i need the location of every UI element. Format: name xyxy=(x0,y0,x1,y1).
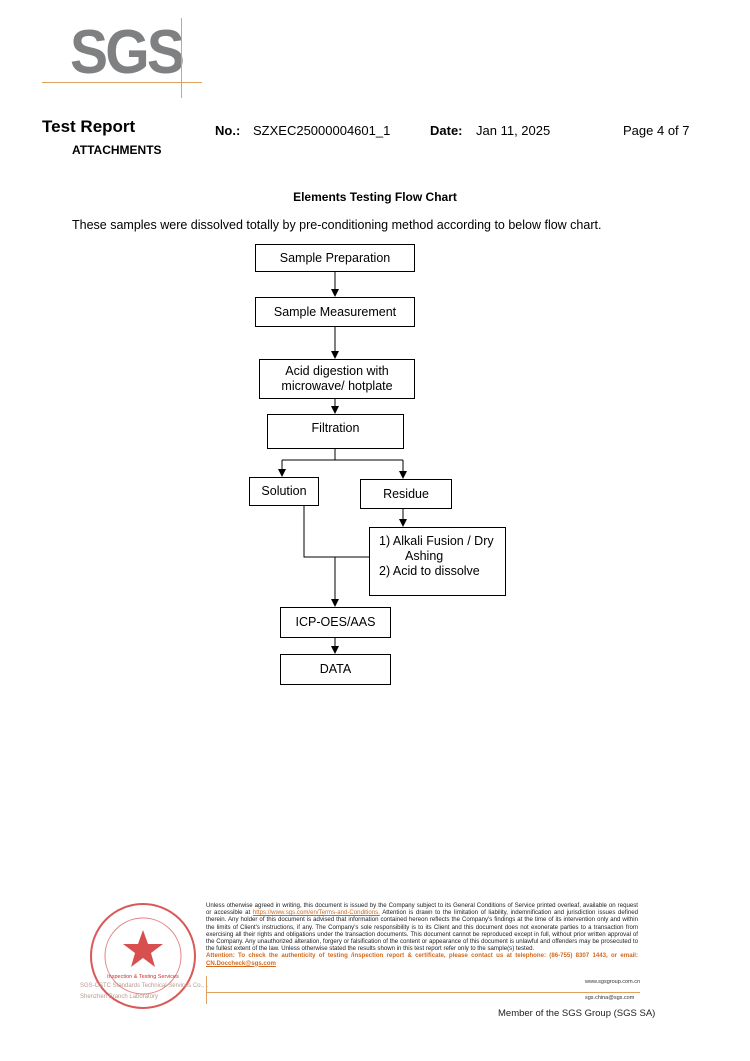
step-residue: Residue xyxy=(360,479,452,509)
doccheck-email-link[interactable]: CN.Doccheck@sgs.com xyxy=(206,959,276,967)
step-label: DATA xyxy=(319,662,352,676)
website: www.sgsgroup.com.cn xyxy=(585,979,641,985)
step-icp-oes-aas: ICP-OES/AAS xyxy=(280,607,391,638)
legal-text: Attention is drawn to the limitation of … xyxy=(206,909,638,953)
sgs-logo: SGS xyxy=(70,18,185,87)
step-solution: Solution xyxy=(249,477,319,506)
report-title: Test Report xyxy=(42,117,136,136)
step-sample-preparation: Sample Preparation xyxy=(255,244,415,272)
logo-divider xyxy=(181,18,182,98)
member-statement: Member of the SGS Group (SGS SA) xyxy=(498,1008,656,1019)
contact-email: sgs.china@sgs.com xyxy=(585,995,635,1001)
company-seal: Inspection & Testing Services SGS-CSTC S… xyxy=(80,903,208,1009)
step-data: DATA xyxy=(280,654,391,685)
date-value: Jan 11, 2025 xyxy=(476,123,551,138)
step-label: ICP-OES/AAS xyxy=(295,615,376,629)
step-sample-measurement: Sample Measurement xyxy=(255,297,415,327)
step-label: Solution xyxy=(261,484,307,498)
report-no-label: No.: xyxy=(215,123,241,138)
attention-text: Attention: To check the authenticity of … xyxy=(206,952,638,960)
step-label: Acid digestion with xyxy=(285,364,389,378)
svg-text:Inspection & Testing Services: Inspection & Testing Services xyxy=(107,974,179,980)
page-number: Page 4 of 7 xyxy=(623,123,690,138)
section-title: ATTACHMENTS xyxy=(72,143,162,157)
intro-text: These samples were dissolved totally by … xyxy=(72,218,602,232)
footer-divider xyxy=(206,976,207,1004)
page-heading: Elements Testing Flow Chart xyxy=(293,190,457,204)
step-label: Filtration xyxy=(311,421,360,435)
step-label: 1) Alkali Fusion / Dry xyxy=(379,534,494,548)
step-label: Ashing xyxy=(405,549,444,563)
report-no-value: SZXEC25000004601_1 xyxy=(253,123,391,138)
step-filtration: Filtration xyxy=(267,414,404,449)
step-label: 2) Acid to dissolve xyxy=(379,564,480,578)
step-label: microwave/ hotplate xyxy=(281,379,393,393)
legal-text: Unless otherwise agreed in writing, this… xyxy=(206,902,638,917)
footer-divider xyxy=(206,992,640,993)
logo-divider xyxy=(42,82,202,83)
svg-text:Shenzhen Branch Laboratory: Shenzhen Branch Laboratory xyxy=(80,994,158,1000)
step-label: Sample Preparation xyxy=(279,250,391,265)
svg-text:SGS-CSTC Standards Technical S: SGS-CSTC Standards Technical Services Co… xyxy=(80,983,208,989)
step-label: Sample Measurement xyxy=(273,304,397,319)
terms-link[interactable]: https://www.sgs.com/en/Terms-and-Conditi… xyxy=(252,909,380,917)
date-label: Date: xyxy=(430,123,463,138)
legal-disclaimer: Unless otherwise agreed in writing, this… xyxy=(206,902,638,967)
step-label: Residue xyxy=(383,486,429,501)
